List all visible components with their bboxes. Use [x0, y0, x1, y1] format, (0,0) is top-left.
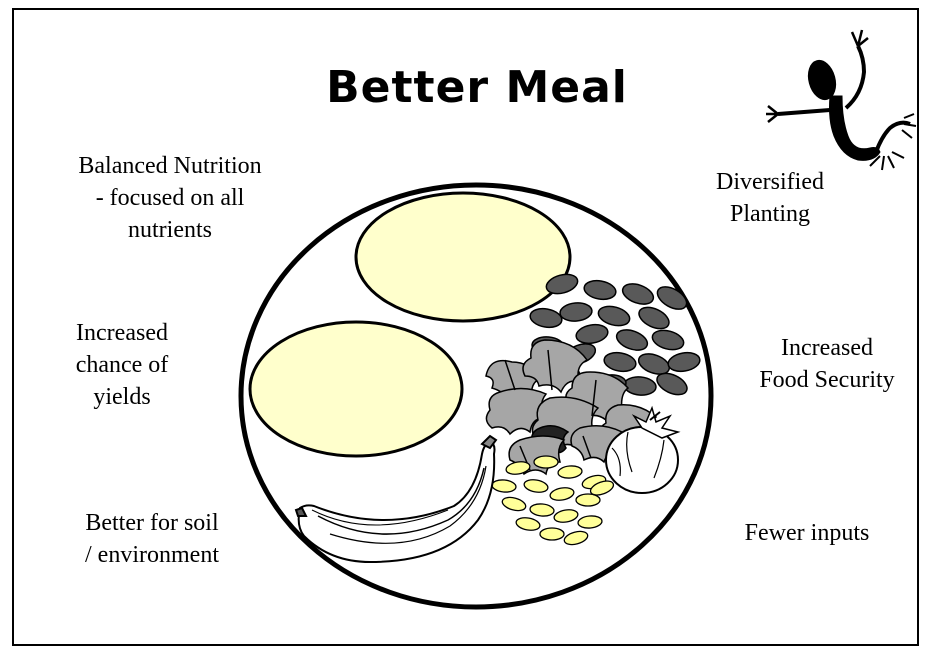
corn-kernel-icon	[576, 494, 600, 506]
corn-kernel-icon	[540, 528, 564, 540]
corn-kernel-icon	[534, 456, 558, 468]
tortilla-icon	[250, 322, 462, 456]
dancing-figure-icon	[766, 30, 916, 170]
tortilla-icon	[356, 193, 570, 321]
